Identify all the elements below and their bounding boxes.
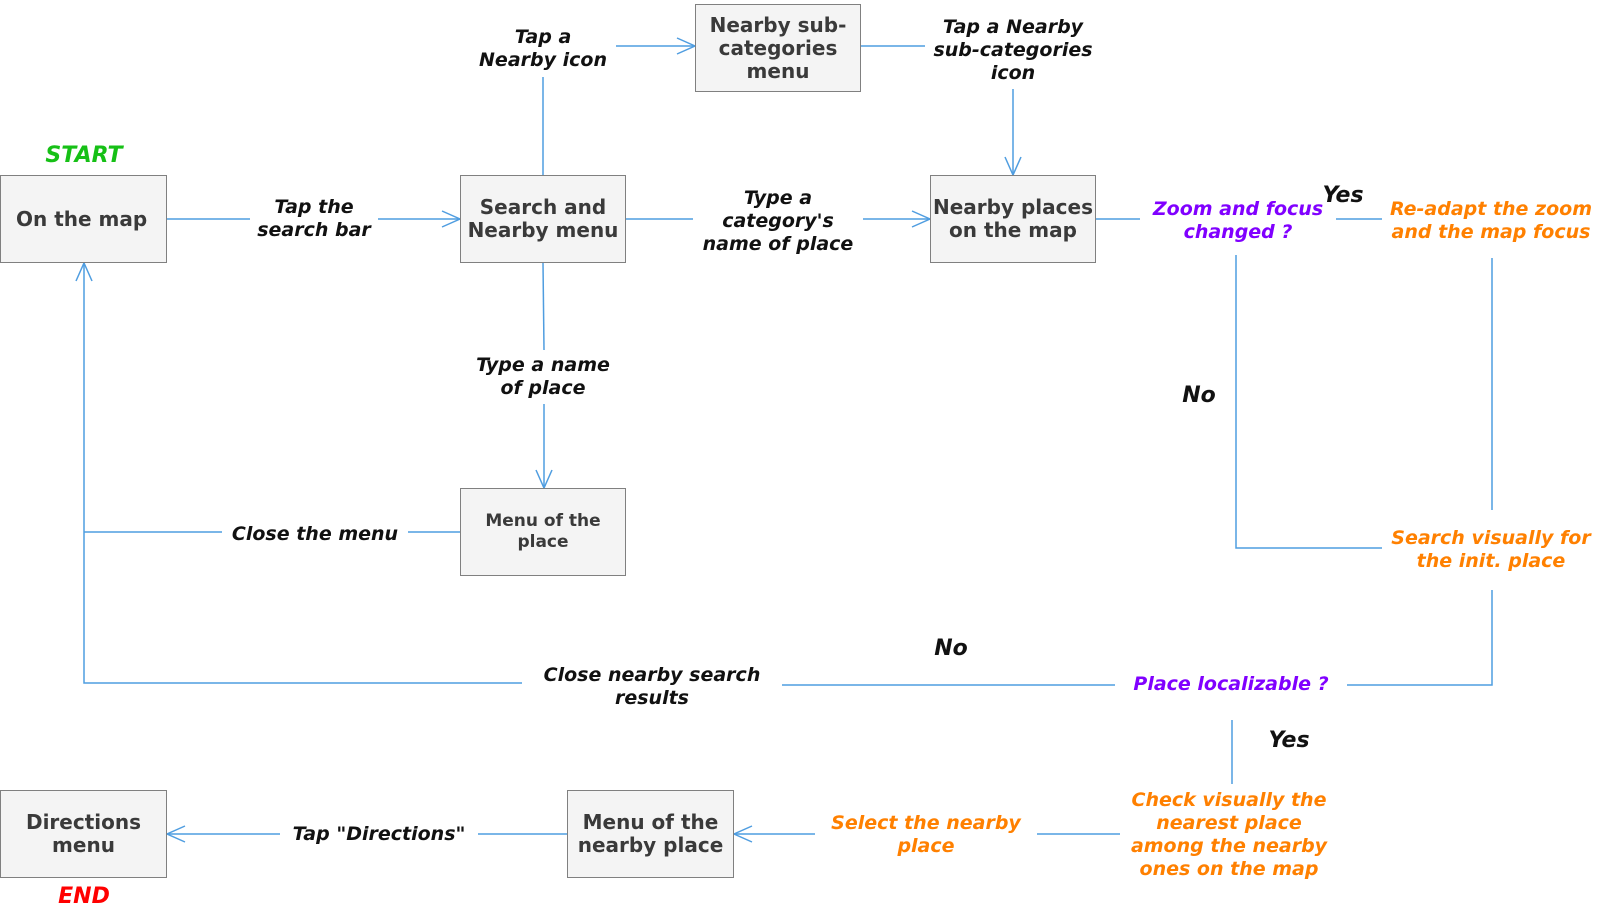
node-label: Menu of the nearby place <box>577 810 724 857</box>
start-label: START <box>45 142 123 168</box>
node-nearby-subcategories-menu: Nearby sub- categories menu <box>695 4 861 92</box>
edge-search-to-type-name <box>542 262 545 351</box>
action-search-visually: Search visually for the init. place <box>1391 527 1591 572</box>
node-label: Nearby sub- categories menu <box>709 12 847 83</box>
node-search-nearby-menu: Search and Nearby menu <box>460 175 626 263</box>
answer-zoom-no: No <box>1182 382 1216 408</box>
node-nearby-places-on-map: Nearby places on the map <box>930 175 1096 263</box>
edge-close-results-to-map <box>84 263 522 684</box>
action-type-name-of-place: Type a name of place <box>476 354 610 399</box>
edge-zoom-no-down <box>1235 255 1382 549</box>
node-label: Directions menu <box>25 810 142 857</box>
action-readapt-zoom: Re-adapt the zoom and the map focus <box>1389 198 1593 243</box>
action-select-nearby-place: Select the nearby place <box>831 812 1021 857</box>
action-close-the-menu: Close the menu <box>231 522 399 545</box>
answer-zoom-yes: Yes <box>1322 182 1364 208</box>
node-directions-menu: Directions menu <box>0 790 167 878</box>
answer-place-yes: Yes <box>1268 727 1310 753</box>
node-label: Menu of the place <box>485 511 601 552</box>
edge-search-visually-to-decision <box>1347 590 1493 686</box>
action-check-visually: Check visually the nearest place among t… <box>1130 789 1328 880</box>
answer-place-no: No <box>934 635 968 661</box>
node-menu-of-nearby-place: Menu of the nearby place <box>567 790 734 878</box>
decision-zoom-changed: Zoom and focus changed ? <box>1152 198 1324 243</box>
node-label: On the map <box>16 206 148 231</box>
node-label: Search and Nearby menu <box>467 195 619 242</box>
action-tap-search-bar: Tap the search bar <box>257 196 371 241</box>
action-close-nearby-results: Close nearby search results <box>543 664 761 709</box>
node-on-the-map: On the map <box>0 175 167 263</box>
action-type-category-name: Type a category's name of place <box>702 186 854 255</box>
end-label: END <box>58 883 110 909</box>
node-label: Nearby places on the map <box>933 195 1093 242</box>
action-tap-directions: Tap "Directions" <box>292 822 466 845</box>
action-tap-nearby-icon: Tap a Nearby icon <box>479 26 607 71</box>
node-menu-of-the-place: Menu of the place <box>460 488 626 576</box>
action-tap-nearby-subcategories-icon: Tap a Nearby sub-categories icon <box>933 15 1093 84</box>
decision-place-localizable: Place localizable ? <box>1133 672 1329 695</box>
